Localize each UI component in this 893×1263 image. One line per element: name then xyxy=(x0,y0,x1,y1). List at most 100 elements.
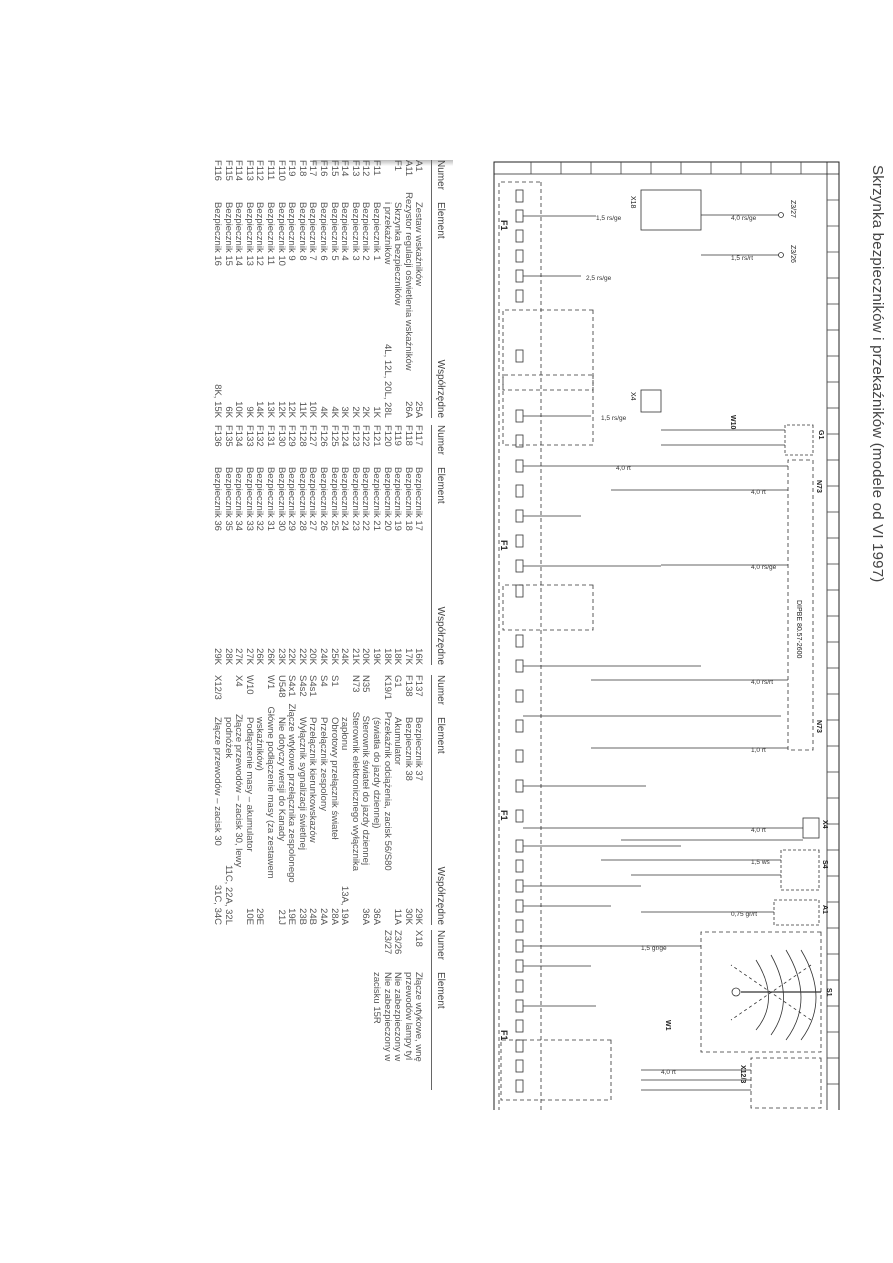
svg-text:1,5 rs/ge: 1,5 rs/ge xyxy=(596,215,622,222)
svg-text:1,5 rs/rt: 1,5 rs/rt xyxy=(731,255,753,262)
svg-text:F1: F1 xyxy=(499,540,509,551)
svg-text:X4: X4 xyxy=(821,820,828,829)
a1-cluster xyxy=(773,899,820,926)
svg-text:2,5 rs/ge: 2,5 rs/ge xyxy=(586,275,612,282)
n73-box xyxy=(787,459,814,751)
svg-text:1,5 gr/ge: 1,5 gr/ge xyxy=(641,945,667,952)
svg-text:DIPBE 80.57-2600: DIPBE 80.57-2600 xyxy=(795,600,802,658)
legend-header: Numer Element Współrzędne xyxy=(431,675,446,925)
grid-ticks xyxy=(530,162,839,1085)
svg-text:Z3/26: Z3/26 xyxy=(789,245,796,263)
legend-header: Numer Element Współrzędne xyxy=(431,160,446,418)
svg-text:A1: A1 xyxy=(821,905,828,914)
legend-header: Numer Element xyxy=(431,930,446,1090)
svg-text:Z3/27: Z3/27 xyxy=(789,200,796,218)
s4-switch xyxy=(780,849,820,891)
svg-text:4,0 rs/ge: 4,0 rs/ge xyxy=(731,215,757,222)
wiring-diagram: F1 F1 F1 F1 xyxy=(491,160,841,1115)
x12-3-connector xyxy=(750,1057,822,1109)
fuse-block-f1: F1 F1 F1 F1 xyxy=(498,181,542,1113)
svg-text:0,75 gr/rt: 0,75 gr/rt xyxy=(731,911,757,918)
svg-text:1,0 rt: 1,0 rt xyxy=(751,747,766,754)
svg-text:4,0 rt: 4,0 rt xyxy=(751,827,766,834)
svg-text:S4: S4 xyxy=(821,860,828,869)
relay-box-2 xyxy=(502,374,594,446)
svg-text:X4: X4 xyxy=(629,392,636,401)
svg-text:4,0 rs/ge: 4,0 rs/ge xyxy=(751,564,777,571)
svg-text:4,0 rs/rt: 4,0 rs/rt xyxy=(751,679,773,686)
page-title: Skrzynka bezpieczników i przekaźników (m… xyxy=(869,165,886,583)
svg-text:S1: S1 xyxy=(825,988,832,997)
legend-row: (światła do jazdy dziennej)36A xyxy=(371,717,383,925)
relay-box-3 xyxy=(502,584,594,631)
legend-row: wskaźników)29E xyxy=(254,717,266,925)
legend-row: zacisku 15R xyxy=(371,972,383,1024)
svg-text:N73: N73 xyxy=(815,480,822,493)
svg-text:W10: W10 xyxy=(729,415,736,430)
page-edge-blank xyxy=(0,1110,893,1263)
x4-connector xyxy=(640,389,662,413)
svg-text:G1: G1 xyxy=(817,430,824,439)
svg-text:1,5 rs/ge: 1,5 rs/ge xyxy=(601,415,627,422)
svg-text:X18: X18 xyxy=(629,196,636,209)
svg-text:N73: N73 xyxy=(815,720,822,733)
f1-label: F1 xyxy=(499,220,509,231)
svg-text:1,5 ws: 1,5 ws xyxy=(751,859,771,866)
legend-row: przewodów lampy tyl xyxy=(402,972,414,1061)
svg-text:F1: F1 xyxy=(499,1030,509,1041)
svg-text:4,0 rt: 4,0 rt xyxy=(616,465,631,472)
